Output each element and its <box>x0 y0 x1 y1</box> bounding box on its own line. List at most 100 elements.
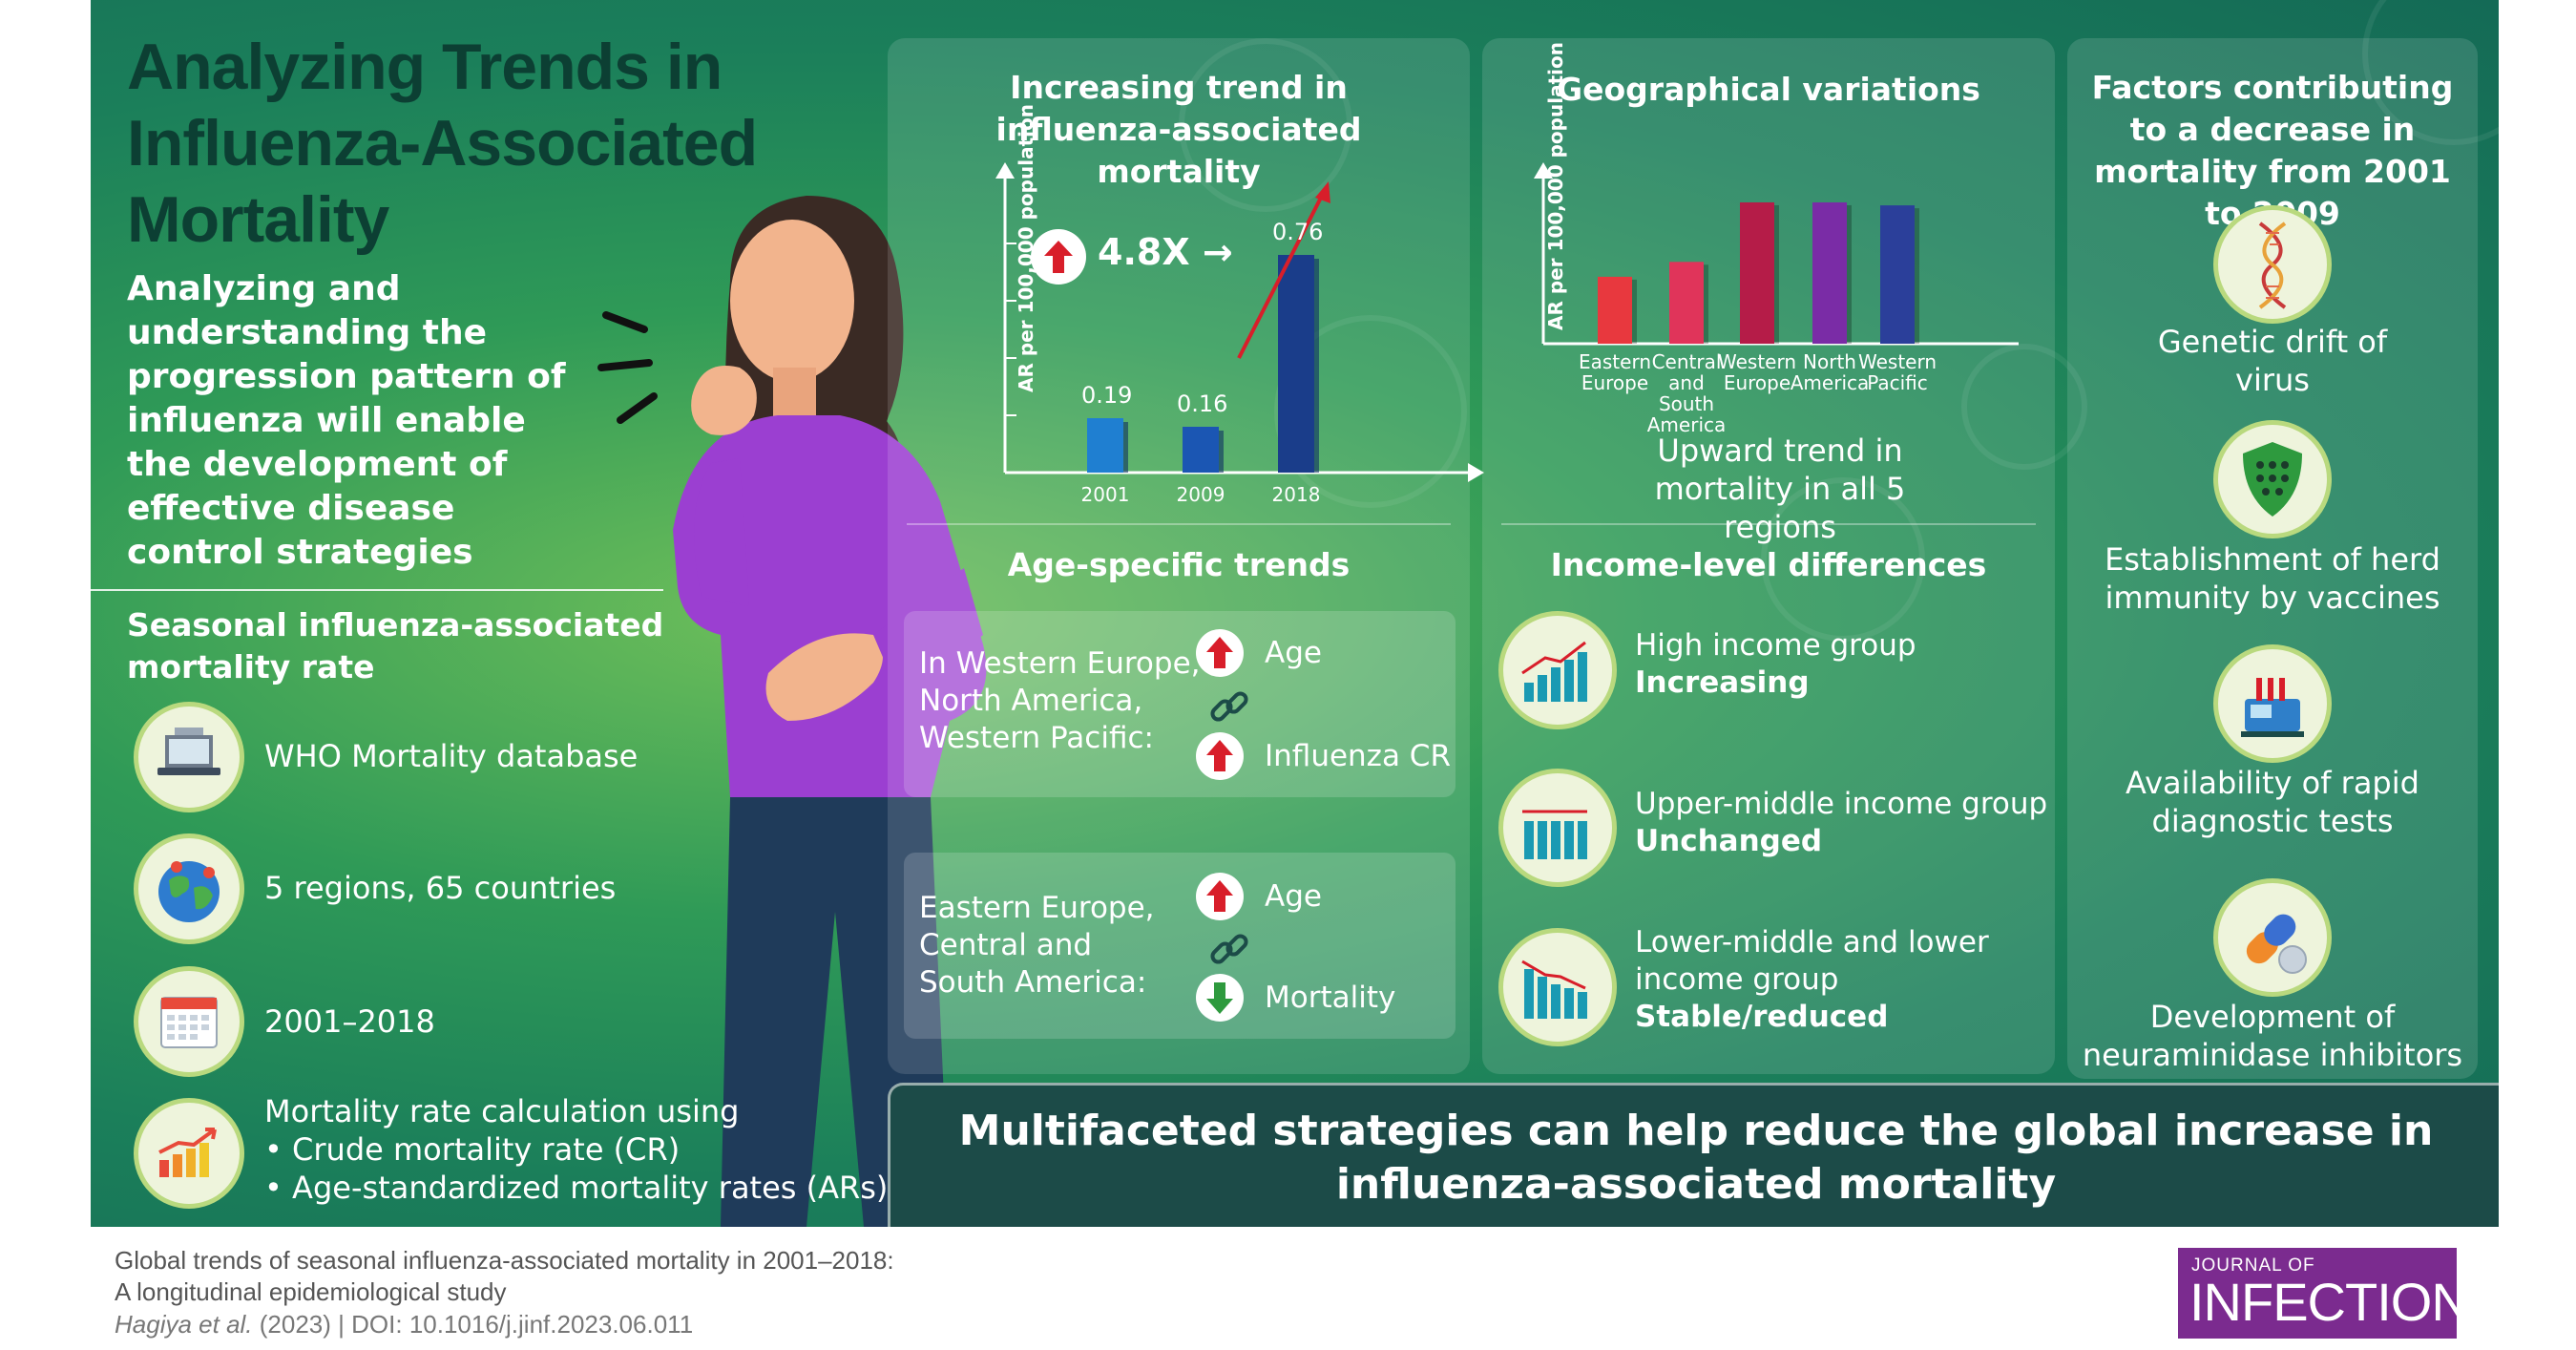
western-regions-line: Western Pacific: <box>919 721 1154 755</box>
age-box-western <box>904 611 1456 797</box>
conclusion-banner: Multifaceted strategies can help reduce … <box>888 1083 2499 1227</box>
bar-chart-icon <box>134 1098 244 1209</box>
income-lower-status-text: Stable/reduced <box>1635 1000 1889 1034</box>
link-icon <box>1210 934 1248 964</box>
page-title: Analyzing Trends in Influenza-Associated… <box>127 31 758 256</box>
shield-icon <box>2213 420 2332 538</box>
citation-separator: | <box>338 1310 345 1339</box>
factor-diagnostic-line: diagnostic tests <box>2151 803 2394 839</box>
diagnostic-device-icon <box>2213 644 2332 763</box>
up-arrow-icon <box>1196 873 1244 920</box>
geo-bar-side <box>1915 208 1919 344</box>
eastern-regions-line: Eastern Europe, <box>919 891 1155 925</box>
income-differences-title: Income-level differences <box>1550 546 1987 583</box>
calculation-bullet-cr: • Crude mortality rate (CR) <box>264 1131 681 1168</box>
income-lower-line: Lower-middle and lower <box>1635 925 1989 960</box>
panel-separator <box>1501 523 2036 525</box>
citation-author: Hagiya et al. <box>115 1310 253 1339</box>
citation-title-line: Global trends of seasonal influenza-asso… <box>115 1246 894 1275</box>
eastern-regions-line: South America: <box>919 965 1147 1000</box>
seasonal-item-calculation: Mortality rate calculation using <box>264 1093 740 1129</box>
multiplier-value: 4.8X <box>1098 231 1190 273</box>
globe-icon <box>134 833 244 944</box>
income-upper-middle-line: Upper-middle income group <box>1635 787 2048 821</box>
trend-value-label: 0.76 <box>1272 219 1324 245</box>
unchanged-bars-icon <box>1498 769 1617 887</box>
geo-bar <box>1812 201 1847 344</box>
calendar-icon <box>134 966 244 1077</box>
income-lower-status: Stable/reduced <box>1635 999 1888 1036</box>
geo-bar <box>1598 276 1632 344</box>
multiplier-label: 4.8X → <box>1098 231 1233 273</box>
infographic: Analyzing Trends in Influenza-Associated… <box>91 0 2499 1227</box>
eastern-regions-line: Central and <box>919 928 1093 962</box>
conclusion-text: Multifaceted strategies can help reduce … <box>958 1107 2434 1209</box>
increasing-bars-icon <box>1498 611 1617 729</box>
link-icon <box>1210 691 1248 722</box>
laptop-icon <box>134 702 244 812</box>
virus-decoration <box>1274 315 1467 508</box>
up-arrow-icon <box>1031 229 1086 285</box>
income-upper-middle-status: Unchanged <box>1635 823 1822 860</box>
trend-bar <box>1183 427 1219 473</box>
income-high-line: High income group <box>1635 628 1916 663</box>
virus-decoration <box>1179 38 1352 212</box>
income-upper-middle-status-text: Unchanged <box>1635 824 1823 858</box>
geo-bar-side <box>1632 279 1637 344</box>
increasing-trend-title: Increasing trend in influenza-associated… <box>995 69 1362 190</box>
geo-bar-side <box>1774 204 1779 344</box>
citation-year: (2023) <box>259 1310 331 1339</box>
eastern-age-label: Age <box>1265 879 1322 914</box>
seasonal-item-period: 2001–2018 <box>264 1003 435 1040</box>
geo-caption: Upward trend in mortality in all 5 regio… <box>1654 432 1906 545</box>
income-high-status: Increasing <box>1635 664 1810 702</box>
trend-bar-side <box>1123 422 1128 473</box>
seasonal-item-regions: 5 regions, 65 countries <box>264 870 617 906</box>
western-cr-label: Influenza CR <box>1265 739 1451 773</box>
factors-title: Factors contributing to a decrease in mo… <box>2091 69 2454 232</box>
panel-separator <box>907 523 1451 525</box>
geo-chart <box>1534 162 2019 346</box>
coughing-woman-illustration <box>597 196 987 1227</box>
capsule-icon <box>2213 878 2332 997</box>
eastern-mortality-label: Mortality <box>1265 981 1396 1015</box>
virus-decoration <box>2362 0 2499 145</box>
down-arrow-icon <box>1196 974 1244 1022</box>
geo-bars <box>1598 201 1919 344</box>
calculation-bullet-ar-text: Age-standardized mortality rates (ARs) <box>292 1170 889 1206</box>
income-lower-line: income group <box>1635 962 1839 997</box>
trend-category-label: 2009 <box>1176 483 1225 506</box>
section-divider <box>91 589 663 591</box>
factor-herd-line: immunity by vaccines <box>2105 580 2440 616</box>
factor-diagnostic-line: Availability of rapid <box>2126 765 2419 801</box>
factor-herd-line: Establishment of herd <box>2105 541 2440 578</box>
up-arrow-icon <box>1196 629 1244 677</box>
trend-category-label: 2018 <box>1271 483 1321 506</box>
up-arrow-icon <box>1196 732 1244 780</box>
seasonal-item-database: WHO Mortality database <box>264 738 639 774</box>
seasonal-section-title: Seasonal influenza-associated mortality … <box>127 606 664 686</box>
trend-age-panel <box>888 38 1470 1074</box>
trend-bar-side <box>1314 259 1319 473</box>
citation-doi[interactable]: DOI: 10.1016/j.jinf.2023.06.011 <box>351 1310 694 1339</box>
trend-value-label: 0.16 <box>1177 390 1228 417</box>
trend-bars <box>1087 255 1319 473</box>
trend-bar-side <box>1219 431 1224 473</box>
geo-variations-title: Geographical variations <box>1557 71 1980 108</box>
journal-logo: JOURNAL OF INFECTION <box>2178 1248 2470 1339</box>
calculation-bullet-ar: • Age-standardized mortality rates (ARs) <box>264 1170 889 1206</box>
factor-genetic-line: virus <box>2235 362 2310 398</box>
citation-title-line: A longitudinal epidemiological study <box>115 1277 507 1306</box>
increasing-trend-chart <box>995 162 1484 482</box>
decreasing-bars-icon <box>1498 928 1617 1046</box>
trend-category-label: 2001 <box>1080 483 1130 506</box>
western-regions-line: North America, <box>919 684 1143 718</box>
age-trends-title: Age-specific trends <box>1007 546 1351 583</box>
dna-icon <box>2213 205 2332 324</box>
y-axis-ticks <box>1005 243 1016 416</box>
geo-bar <box>1740 201 1774 344</box>
factor-genetic-line: Genetic drift of <box>2157 324 2388 360</box>
